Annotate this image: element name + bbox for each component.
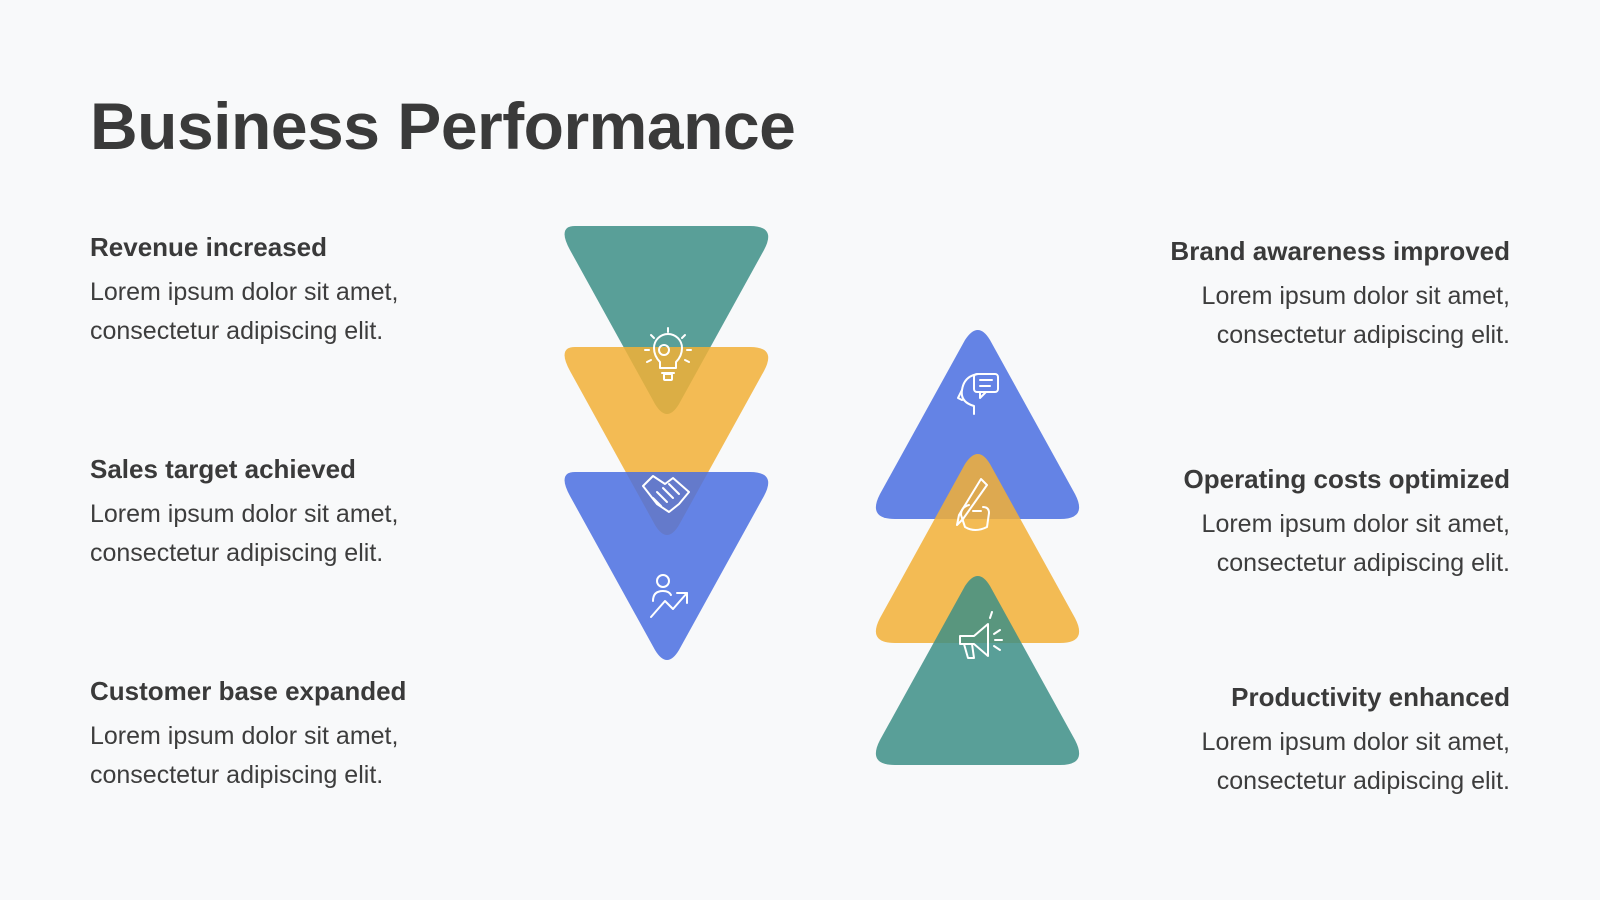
- handshake-icon: [642, 475, 690, 513]
- megaphone-icon: [959, 611, 1003, 659]
- item-heading: Productivity enhanced: [1231, 682, 1510, 712]
- desc-line: consectetur adipiscing elit.: [90, 761, 384, 789]
- lightbulb-gear-icon: [644, 327, 692, 381]
- triangle-yellow-up: [875, 454, 1080, 643]
- person-growth-icon: [650, 574, 688, 618]
- desc-line: consectetur adipiscing elit.: [1216, 767, 1510, 795]
- item-heading: Sales target achieved: [90, 454, 356, 484]
- item-customer-base-expanded: Customer base expanded Lorem ipsum dolor…: [90, 676, 520, 795]
- desc-line: consectetur adipiscing elit.: [90, 539, 384, 567]
- item-heading: Revenue increased: [90, 232, 328, 262]
- desc-line: Lorem ipsum dolor sit amet,: [90, 722, 399, 750]
- item-description: Lorem ipsum dolor sit amet, consectetur …: [1080, 277, 1510, 355]
- item-operating-costs-optimized: Operating costs optimized Lorem ipsum do…: [1080, 464, 1511, 583]
- desc-line: Lorem ipsum dolor sit amet,: [1201, 728, 1510, 756]
- desc-line: Lorem ipsum dolor sit amet,: [90, 278, 399, 306]
- item-description: Lorem ipsum dolor sit amet, consectetur …: [90, 717, 520, 795]
- desc-line: Lorem ipsum dolor sit amet,: [90, 500, 399, 528]
- item-revenue-increased: Revenue increased Lorem ipsum dolor sit …: [90, 232, 520, 351]
- item-sales-target-achieved: Sales target achieved Lorem ipsum dolor …: [90, 454, 520, 573]
- head-chat-icon: [957, 373, 999, 415]
- hand-pen-icon: [956, 478, 990, 531]
- item-heading: Brand awareness improved: [1170, 236, 1510, 266]
- item-description: Lorem ipsum dolor sit amet, consectetur …: [1080, 723, 1510, 801]
- triangle-blue-up: [875, 330, 1080, 519]
- desc-line: consectetur adipiscing elit.: [90, 317, 384, 345]
- page-title: Business Performance: [90, 89, 796, 163]
- item-heading: Customer base expanded: [90, 676, 407, 706]
- triangle-blue-down: [564, 472, 769, 660]
- item-description: Lorem ipsum dolor sit amet, consectetur …: [90, 273, 520, 351]
- item-productivity-enhanced: Productivity enhanced Lorem ipsum dolor …: [1080, 682, 1510, 801]
- desc-line: consectetur adipiscing elit.: [1216, 549, 1510, 577]
- item-description: Lorem ipsum dolor sit amet, consectetur …: [90, 495, 520, 573]
- desc-line: Lorem ipsum dolor sit amet,: [1201, 282, 1510, 310]
- left-triangle-stack: [564, 226, 769, 660]
- item-brand-awareness-improved: Brand awareness improved Lorem ipsum dol…: [1080, 236, 1510, 355]
- triangle-teal-up: [875, 576, 1080, 765]
- triangle-yellow-down: [564, 347, 769, 535]
- item-description: Lorem ipsum dolor sit amet, consectetur …: [1080, 505, 1510, 583]
- desc-line: Lorem ipsum dolor sit amet,: [1201, 510, 1510, 538]
- right-triangle-stack: [875, 330, 1080, 765]
- desc-line: consectetur adipiscing elit.: [1216, 321, 1510, 349]
- triangle-teal-down: [564, 226, 769, 414]
- item-heading: Operating costs optimized: [1183, 464, 1511, 494]
